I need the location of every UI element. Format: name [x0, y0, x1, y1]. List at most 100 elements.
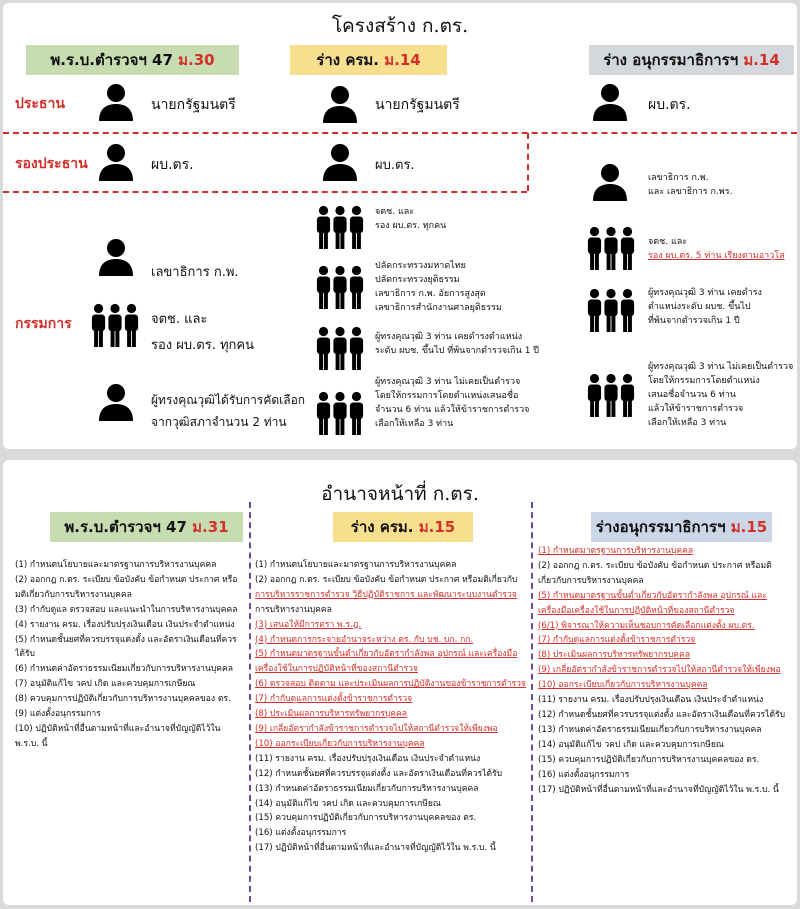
sub-member-4: ผู้ทรงคุณวุฒิ 3 ท่าน ไม่เคยเป็นตำรวจโดยใ… [648, 362, 794, 428]
duty-item: (13) กำหนดค่าอัตราธรรมเนียมเกี่ยวกับการบ… [255, 783, 479, 794]
role-members: กรรมการ [15, 316, 72, 332]
duty-item: (2) ออกกฎ ก.ตร. ระเบียบ ข้อบังคับ ข้อกำห… [15, 574, 238, 585]
sub-member-1: เลขาธิการ ก.พ.และ เลขาธิการ ก.พร. [648, 173, 733, 197]
structure-header-act: พ.ร.บ.ตำรวจฯ 47 ม.30 [26, 45, 239, 75]
duties-header-cabinet: ร่าง ครม. ม.15 [333, 512, 473, 542]
people-group-icon [315, 205, 365, 249]
duty-item: (16) แต่งตั้งอนุกรรมการ [538, 769, 630, 780]
structure-header-subcommittee: ร่าง อนุกรรมาธิการฯ ม.14 [589, 45, 794, 75]
duty-item: (16) แต่งตั้งอนุกรรมการ [255, 828, 347, 839]
duty-item: พ.ร.บ. นี้ [15, 738, 48, 749]
duty-item: (6) ตรวจสอบ ติดตาม และประเมินผลการปฏิบัต… [255, 679, 526, 690]
duty-item: (2) ออกกฎ ก.ตร. ระเบียบ ข้อบังคับ ข้อกำห… [255, 574, 518, 585]
duty-item: (9) เกลี่ยอัตรากำลังข้าราชการตำรวจไปให้ส… [255, 723, 498, 734]
duty-item: (10) ออกระเบียบเกี่ยวกับการบริหารงานบุคค… [255, 738, 425, 749]
duty-item: (7) กำกับดูแลการแต่งตั้งข้าราชการตำรวจ [538, 635, 696, 646]
duty-item: (9) แต่งตั้งอนุกรรมการ [15, 709, 101, 720]
role-chairman: ประธาน [15, 96, 65, 112]
column-divider-2 [531, 502, 533, 902]
duty-item: (4) กำหนดการกระจายอำนาจระหว่าง ตร. กับ บ… [255, 634, 474, 645]
sub-member-3: ผู้ทรงคุณวุฒิ 3 ท่าน เคยดำรงตำแหน่งระดับ… [648, 288, 762, 326]
duty-item: (5) กำหนดมาตรฐานขั้นต่ำเกี่ยวกับอัตรากำล… [538, 590, 767, 601]
structure-header-cabinet: ร่าง ครม. ม.14 [290, 45, 447, 75]
people-group-icon [90, 303, 140, 347]
duty-item: (3) กำกับดูแล ตรวจสอบ และแนะนำในการบริหา… [15, 604, 238, 615]
duty-item: (5) กำหนดชั้นยศที่ควรบรรจุแต่งตั้ง และอั… [15, 634, 237, 645]
duty-item: (15) ควบคุมการปฏิบัติเกี่ยวกับการบริหารง… [538, 754, 760, 765]
act-vice: ผบ.ตร. [151, 157, 194, 173]
duty-item: (5) กำหนดมาตรฐานขั้นต่ำเกี่ยวกับอัตรากำล… [255, 649, 518, 660]
duty-item: (6) กำหนดค่าอัตราธรรมเนียมเกี่ยวกับการบร… [15, 664, 234, 675]
people-group-icon [315, 391, 365, 435]
duty-item: (8) ควบคุมการปฏิบัติเกี่ยวกับการบริหารงา… [15, 694, 231, 705]
duties-header-subcommittee: ร่างอนุกรรมาธิการฯ ม.15 [591, 512, 772, 542]
duty-item: (10) ปฏิบัติหน้าที่อื่นตามหน้าที่และอำนา… [15, 723, 221, 734]
sub-chairman: ผบ.ตร. [648, 97, 691, 113]
act-duties-list: (1) กำหนดนโยบายและมาตรฐานการบริหารงานบุค… [15, 558, 243, 752]
structure-title: โครงสร้าง ก.ตร. [331, 15, 469, 37]
person-icon [96, 141, 136, 181]
vice-divider-vertical [527, 133, 529, 191]
act-member-3-line2: จากวุฒิสภาจำนวน 2 ท่าน [151, 415, 287, 429]
duty-item: การบริหารราชการตำรวจ วิธีปฏิบัติราชการ แ… [255, 589, 517, 600]
person-icon [590, 81, 630, 121]
column-divider-1 [249, 502, 251, 902]
duty-item: ได้รับ [15, 649, 35, 660]
people-group-icon [586, 288, 636, 332]
duty-item: (1) กำหนดนโยบายและมาตรฐานการบริหารงานบุค… [255, 560, 457, 570]
duty-item: (12) กำหนดชั้นยศที่ควรบรรจุแต่งตั้ง และอ… [255, 768, 503, 779]
act-member-2-line1: จตช. และ [151, 312, 208, 327]
duty-item: (12) กำหนดชั้นยศที่ควรบรรจุแต่งตั้ง และอ… [538, 709, 786, 720]
people-group-icon [586, 226, 636, 270]
duty-item: (8) ประเมินผลการบริหารทรัพยากรบุคคล [255, 709, 408, 720]
duty-item: (10) ออกระเบียบเกี่ยวกับการบริหารงานบุคค… [538, 680, 708, 691]
duty-item: มติเกี่ยวกับการบริหารงานบุคคล [15, 589, 132, 600]
duty-item: (6/1) พิจารณาให้ความเห็นชอบการคัดเลือกแต… [538, 620, 755, 631]
subcommittee-duties-list: (1) กำหนดมาตรฐานการบริหารงานบุคคล (2) ออก… [538, 544, 790, 797]
cabinet-member-1: จตช. และรอง ผบ.ตร. ทุกคน [375, 207, 447, 231]
chairman-divider [3, 132, 797, 134]
cabinet-member-2: ปลัดกระทรวงมหาดไทยปลัดกระทรวงยุติธรรมเลข… [375, 261, 502, 313]
people-group-icon [315, 326, 365, 370]
duty-item: การบริหารงานบุคคล [255, 604, 332, 615]
duty-item: (4) รายงาน ครม. เรื่องปรับปรุงเงินเดือน … [15, 619, 235, 630]
duty-item: (17) ปฏิบัติหน้าที่อื่นตามหน้าที่และอำนา… [255, 843, 496, 854]
duty-item: (14) อนุมัติแก้ไข วคป เกิด และควบคุมการเ… [538, 739, 724, 750]
duty-item: (11) รายงาน ครม. เรื่องปรับปรุงเงินเดือน… [255, 753, 481, 764]
duty-item: (2) ออกกฎ ก.ตร. ระเบียบ ข้อบังคับ ข้อกำห… [538, 560, 772, 571]
sub-member-2: จตช. และรอง ผบ.ตร. 5 ท่าน เรียงตามอาวุโส [648, 237, 785, 261]
role-vice-chairman: รองประธาน [15, 156, 88, 172]
act-member-1: เลขาธิการ ก.พ. [151, 265, 239, 280]
act-member-3-line1: ผู้ทรงคุณวุฒิได้รับการคัดเลือก [151, 393, 306, 407]
duties-header-act: พ.ร.บ.ตำรวจฯ 47 ม.31 [50, 512, 243, 542]
person-icon [320, 83, 360, 123]
duty-item: (9) เกลี่ยอัตรากำลังข้าราชการตำรวจไปให้ส… [538, 665, 781, 676]
duties-panel: อำนาจหน้าที่ ก.ตร. พ.ร.บ.ตำรวจฯ 47 ม.31 … [3, 460, 797, 905]
person-icon [96, 81, 136, 121]
cabinet-duties-list: (1) กำหนดนโยบายและมาตรฐานการบริหารงานบุค… [255, 558, 527, 856]
people-group-icon [315, 265, 365, 309]
act-chairman: นายกรัฐมนตรี [151, 97, 236, 113]
cabinet-vice: ผบ.ตร. [375, 158, 415, 173]
act-member-2-line2: รอง ผบ.ตร. ทุกคน [151, 338, 254, 353]
duty-item: เครื่องใช้ในการปฏิบัติหน้าที่ของสถานีตำร… [255, 664, 418, 675]
duty-item: (1) กำหนดนโยบายและมาตรฐานการบริหารงานบุค… [15, 560, 217, 570]
cabinet-chairman: นายกรัฐมนตรี [375, 97, 460, 113]
duty-item: (1) กำหนดมาตรฐานการบริหารงานบุคคล [538, 546, 694, 556]
duty-item: เครื่องมือเครื่องใช้ในการปฏิบัติหน้าที่ข… [538, 605, 735, 616]
vice-divider [3, 191, 527, 193]
duty-item: (7) อนุมัติแก้ไข วคป เกิด และควบคุมการเก… [15, 679, 196, 690]
duty-item: (14) อนุมัติแก้ไข วคป เกิด และควบคุมการเ… [255, 798, 441, 809]
duty-item: เกี่ยวกับการบริหารงานบุคคล [538, 575, 644, 586]
duty-item: (11) รายงาน ครม. เรื่องปรับปรุงเงินเดือน… [538, 695, 764, 706]
duties-title: อำนาจหน้าที่ ก.ตร. [321, 483, 479, 505]
duty-item: (3) เสนอให้มีการตรา พ.ร.ฎ. [255, 619, 362, 630]
duty-item: (13) กำหนดค่าอัตราธรรมเนียมเกี่ยวกับการบ… [538, 724, 762, 735]
cabinet-member-3: ผู้ทรงคุณวุฒิ 3 ท่าน เคยดำรงตำแหน่งระดับ… [375, 332, 539, 356]
duty-item: (7) กำกับดูแลการแต่งตั้งข้าราชการตำรวจ [255, 694, 413, 705]
people-group-icon [586, 373, 636, 417]
duty-item: (8) ประเมินผลการบริหารทรัพยากรบุคคล [538, 650, 691, 661]
duty-item: (17) ปฏิบัติหน้าที่อื่นตามหน้าที่และอำนา… [538, 784, 779, 795]
person-icon [590, 161, 630, 201]
person-icon [96, 381, 136, 421]
